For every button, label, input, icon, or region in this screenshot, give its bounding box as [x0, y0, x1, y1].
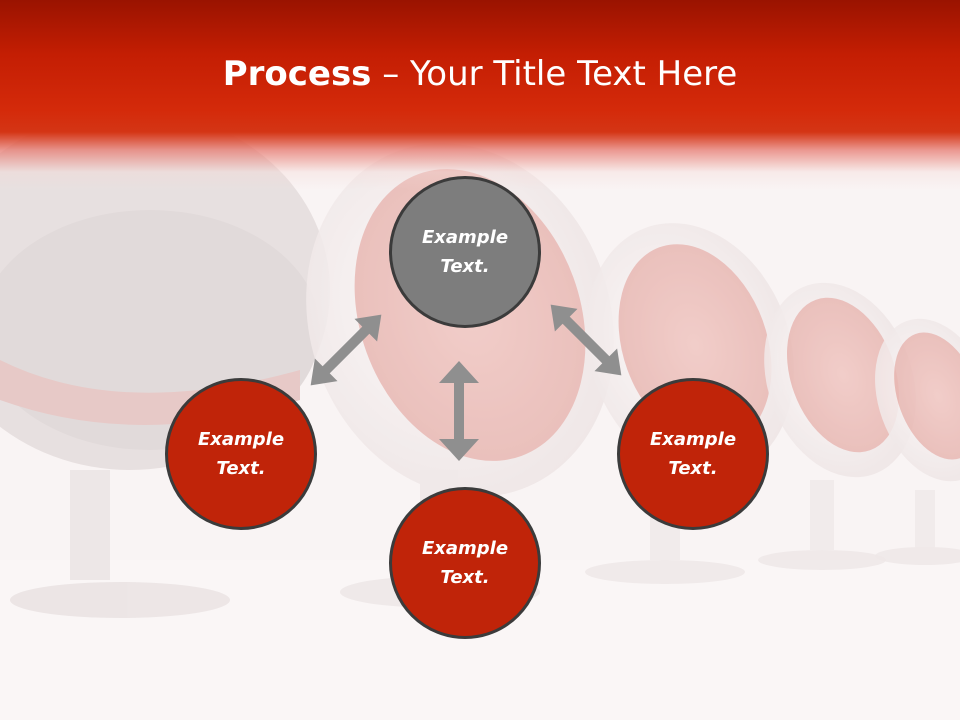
process-node-top: Example Text. — [389, 176, 541, 328]
slide-title: Process – Your Title Text Here — [0, 50, 960, 98]
title-rest: – Your Title Text Here — [371, 54, 738, 94]
node-label: Example Text. — [197, 429, 285, 479]
node-label: Example Text. — [649, 429, 737, 479]
node-label: Example Text. — [421, 538, 509, 588]
double-arrow-icon — [439, 361, 479, 461]
title-banner — [0, 0, 960, 190]
chair-4 — [758, 282, 916, 570]
node-label: Example Text. — [421, 227, 509, 277]
double-arrow-icon — [310, 314, 382, 386]
double-arrow-icon — [550, 304, 622, 376]
process-node-left: Example Text. — [165, 378, 317, 530]
title-bold: Process — [222, 54, 372, 94]
process-node-bottom: Example Text. — [389, 487, 541, 639]
process-node-right: Example Text. — [617, 378, 769, 530]
